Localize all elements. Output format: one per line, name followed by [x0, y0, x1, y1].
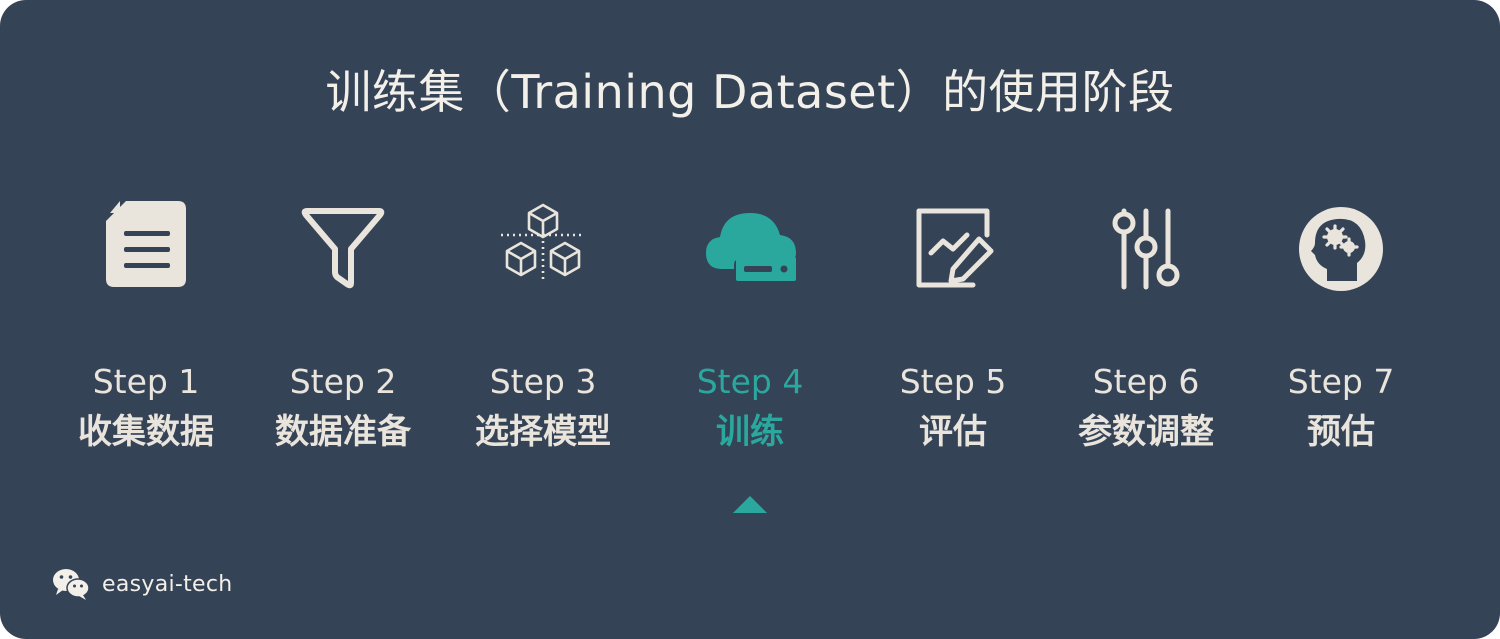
sliders-icon [1096, 195, 1196, 295]
step-name: 收集数据 [78, 412, 214, 452]
chart-edit-icon [903, 195, 1003, 295]
step-name: 预估 [1307, 412, 1375, 452]
cloud-server-icon [700, 195, 800, 295]
wechat-icon [53, 569, 90, 600]
step-name: 参数调整 [1078, 412, 1214, 452]
step-name: 数据准备 [275, 412, 411, 452]
step-label: Step 2 [289, 362, 397, 401]
step-name: 训练 [716, 412, 784, 452]
document-icon [96, 195, 196, 295]
brand-handle: easyai-tech [102, 571, 233, 597]
step-label: Step 7 [1287, 362, 1395, 401]
page-title: 训练集（Training Dataset）的使用阶段 [325, 65, 1175, 119]
step-label: Step 6 [1092, 362, 1200, 401]
step-name: 评估 [919, 412, 987, 452]
active-step-marker [733, 496, 767, 513]
step-label: Step 4 [696, 362, 804, 401]
step-label: Step 5 [899, 362, 1007, 401]
step-label: Step 1 [92, 362, 200, 401]
cubes-icon [493, 195, 593, 295]
step-label: Step 3 [489, 362, 597, 401]
brain-gears-icon [1291, 195, 1391, 295]
filter-icon [293, 195, 393, 295]
step-name: 选择模型 [475, 412, 611, 452]
brand-footer: easyai-tech [52, 566, 233, 602]
